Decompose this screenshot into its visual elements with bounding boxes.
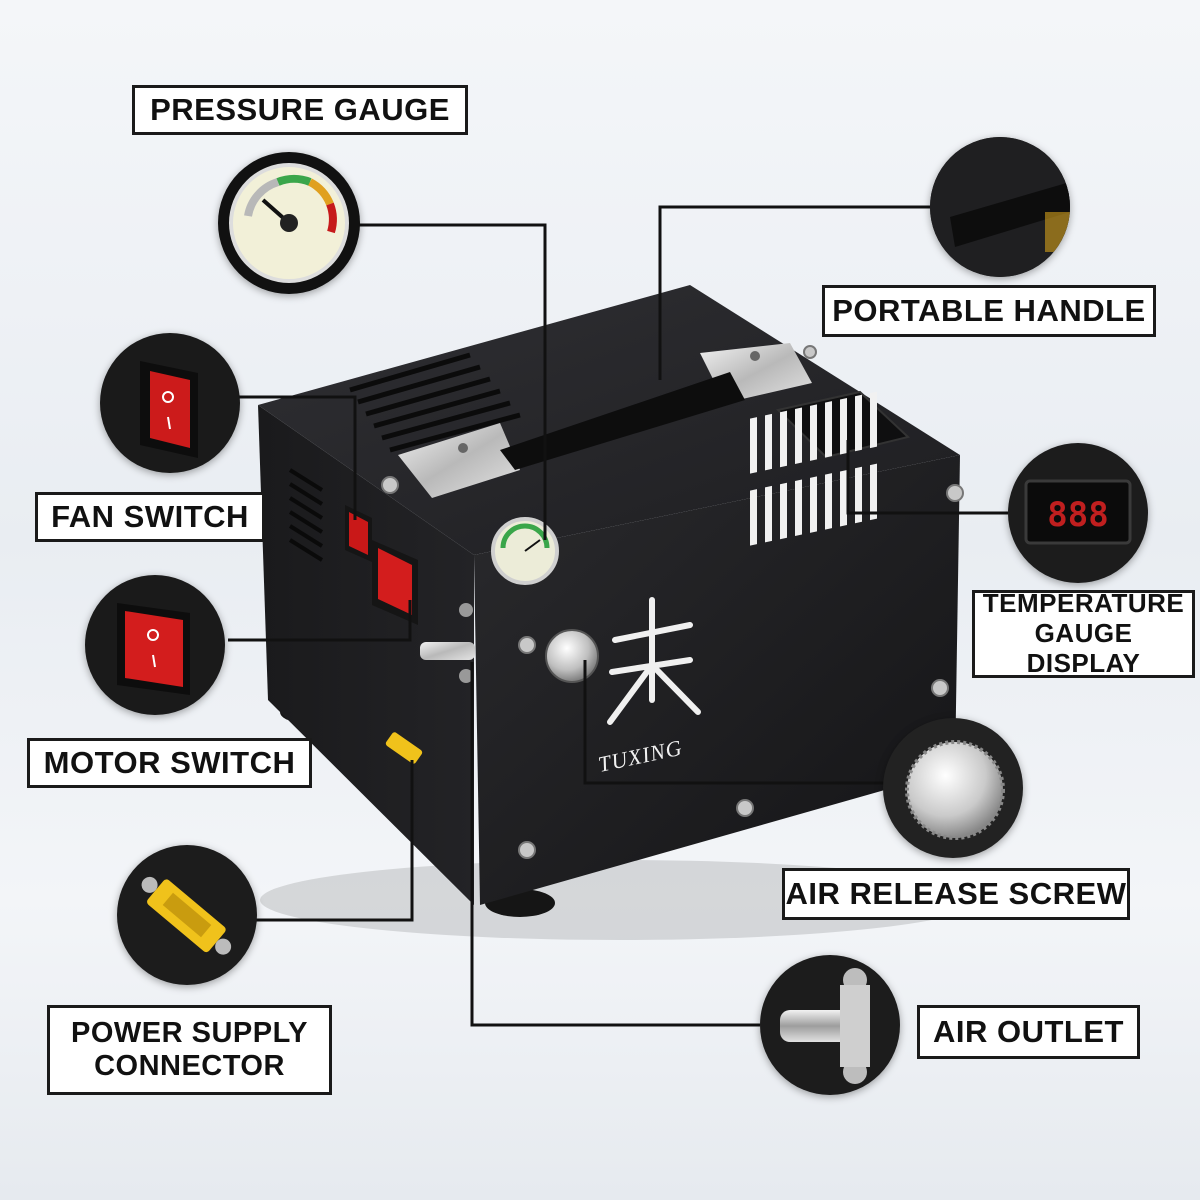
side-vents <box>288 468 324 562</box>
line-fan-switch <box>238 395 357 520</box>
label-motor-switch: MOTOR SWITCH <box>27 738 312 788</box>
line-pressure-gauge <box>355 223 547 540</box>
label-temperature-line2: GAUGE DISPLAY <box>1026 618 1141 678</box>
rocker-switch-icon <box>345 505 418 625</box>
led-readout: 888 <box>1047 495 1108 535</box>
air-release-screw-zoom <box>883 718 1023 858</box>
label-pressure-gauge-text: PRESSURE GAUGE <box>150 92 450 128</box>
temperature-display-zoom: 888 <box>1008 443 1148 583</box>
label-fan-switch-text: FAN SWITCH <box>51 499 249 535</box>
label-air-release-screw-text: AIR RELEASE SCREW <box>785 876 1127 912</box>
line-motor-switch <box>228 600 412 642</box>
portable-handle-zoom <box>930 137 1070 277</box>
line-temperature <box>846 440 1008 515</box>
connector-icon <box>385 732 423 764</box>
label-pressure-gauge: PRESSURE GAUGE <box>132 85 468 135</box>
line-air-outlet <box>470 662 760 1027</box>
line-air-release <box>583 660 885 785</box>
air-outlet-zoom <box>760 955 900 1095</box>
label-power-supply-connector: POWER SUPPLY CONNECTOR <box>47 1005 332 1095</box>
valve-icon <box>420 603 475 683</box>
fan-switch-zoom <box>100 333 240 473</box>
screws <box>381 345 964 859</box>
label-air-outlet: AIR OUTLET <box>917 1005 1140 1059</box>
label-temperature-line1: TEMPERATURE <box>982 588 1185 619</box>
front-panel <box>474 455 960 905</box>
motor-switch-zoom <box>85 575 225 715</box>
side-panel <box>258 405 474 905</box>
label-air-release-screw: AIR RELEASE SCREW <box>782 868 1130 920</box>
power-connector-zoom <box>117 845 257 985</box>
front-vents <box>750 391 877 546</box>
label-portable-handle: PORTABLE HANDLE <box>822 285 1156 337</box>
line-portable-handle <box>658 205 930 380</box>
handle-icon <box>398 343 812 498</box>
label-motor-switch-text: MOTOR SWITCH <box>43 745 296 781</box>
brand-logo <box>607 597 701 725</box>
label-temperature-gauge-display: TEMPERATURE GAUGE DISPLAY <box>972 588 1195 678</box>
top-vents <box>349 352 521 453</box>
pressure-gauge-zoom <box>218 152 360 294</box>
line-power-supply <box>255 760 414 922</box>
label-fan-switch: FAN SWITCH <box>35 492 265 542</box>
label-portable-handle-text: PORTABLE HANDLE <box>832 293 1146 329</box>
label-power-line1: POWER SUPPLY <box>71 1016 308 1049</box>
label-power-line2: CONNECTOR <box>94 1050 285 1082</box>
label-air-outlet-text: AIR OUTLET <box>933 1014 1124 1050</box>
